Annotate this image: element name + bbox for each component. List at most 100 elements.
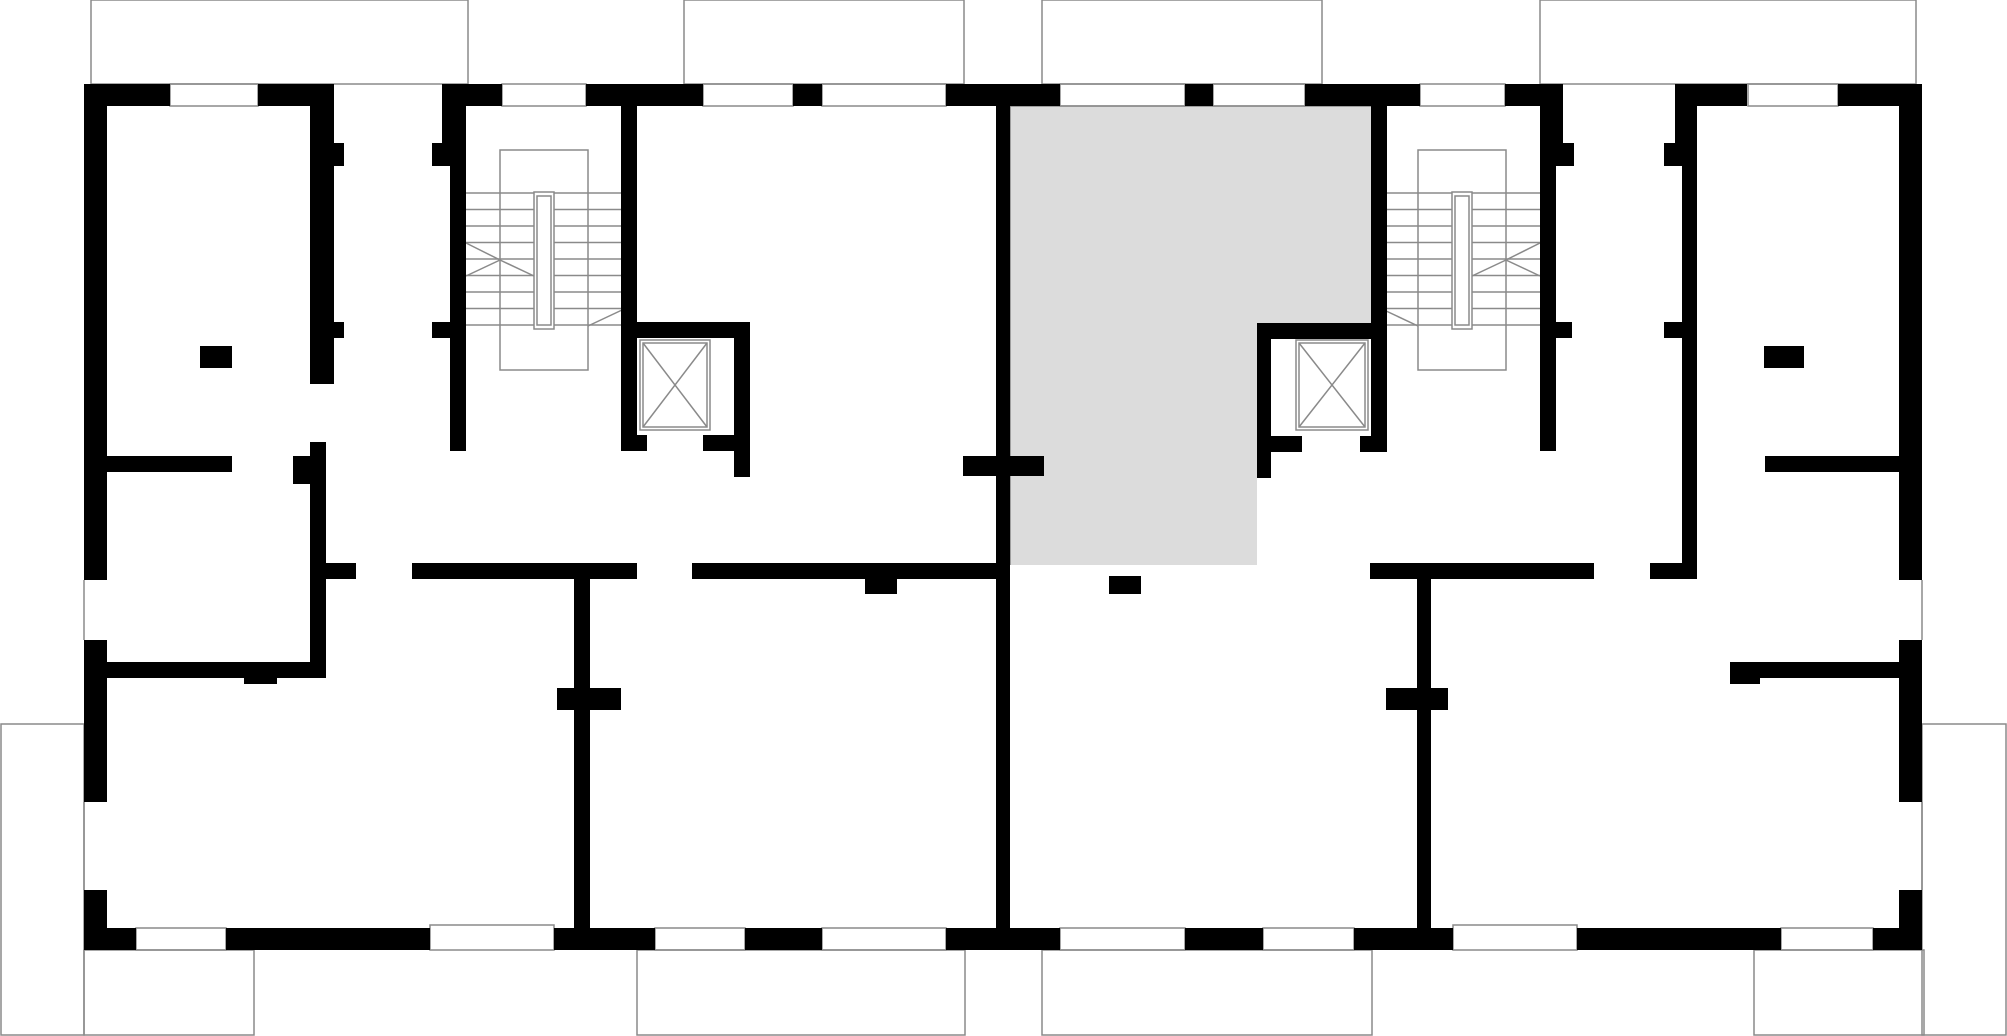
wall (84, 84, 170, 106)
stair-right (1383, 149, 1541, 371)
wall (84, 470, 107, 580)
highlighted-room-area (1010, 106, 1371, 565)
window (702, 83, 794, 107)
window (1780, 927, 1874, 951)
elevator-left (639, 339, 711, 431)
wall (692, 563, 996, 579)
wall (734, 322, 750, 477)
walls (84, 84, 1922, 950)
elevator-right (1295, 339, 1369, 431)
balcony-top-1 (90, 0, 469, 85)
wall (1010, 456, 1044, 476)
wall (703, 435, 750, 451)
wall (1765, 456, 1899, 472)
highlighted-room (1010, 106, 1371, 565)
wall (946, 84, 1010, 106)
wall (1370, 563, 1594, 579)
wall (1664, 143, 1684, 166)
wall (293, 456, 310, 484)
wall (1899, 470, 1922, 580)
window (429, 924, 555, 951)
window (821, 83, 947, 107)
window (169, 83, 259, 107)
wall (1010, 928, 1060, 950)
balcony-top-4 (1539, 0, 1917, 85)
wall (1185, 84, 1213, 106)
wall (1730, 662, 1760, 684)
wall (1271, 436, 1302, 452)
wall (557, 688, 621, 710)
balcony-left (0, 723, 85, 1036)
wall (1305, 84, 1420, 106)
window (1452, 924, 1578, 951)
wall (1577, 928, 1781, 950)
wall (946, 928, 1010, 950)
balcony-bottom-right (1753, 949, 1925, 1036)
wall (1417, 579, 1431, 950)
wall (310, 442, 326, 677)
wall (107, 456, 232, 472)
window (1747, 83, 1839, 107)
wall (1682, 166, 1697, 578)
wall (1354, 928, 1453, 950)
wall (1540, 106, 1556, 451)
wall (621, 322, 750, 338)
wall (1730, 662, 1899, 678)
window (821, 927, 947, 951)
wall (621, 106, 637, 451)
wall (1371, 84, 1387, 451)
balcony-bottom-left (83, 949, 255, 1036)
wall (84, 928, 136, 950)
wall (1650, 563, 1697, 579)
wall (326, 563, 356, 579)
window (1419, 83, 1506, 107)
wall (996, 84, 1010, 950)
wall (1257, 323, 1371, 339)
wall (107, 662, 326, 678)
wall (1360, 436, 1387, 452)
wall (432, 143, 452, 166)
window (1212, 83, 1306, 107)
wall (226, 928, 430, 950)
wall (1873, 928, 1922, 950)
balcony-bottom-3 (1041, 949, 1373, 1036)
wall (963, 456, 1010, 476)
wall (1899, 640, 1922, 802)
balcony-bottom-2 (636, 949, 966, 1036)
window (654, 927, 746, 951)
wall (1554, 143, 1574, 166)
wall (793, 84, 822, 106)
window (501, 83, 587, 107)
wall (450, 166, 466, 451)
window (135, 927, 227, 951)
window (1059, 83, 1186, 107)
wall (84, 84, 107, 470)
balcony-right (1921, 723, 2007, 1036)
wall (1664, 322, 1684, 338)
window (1262, 927, 1355, 951)
wall (1899, 84, 1922, 470)
wall (574, 579, 590, 950)
wall (412, 563, 637, 579)
wall (432, 322, 450, 338)
stair-left (465, 149, 623, 371)
window (1059, 927, 1186, 951)
wall (586, 84, 703, 106)
wall (244, 662, 277, 684)
wall (621, 435, 647, 451)
wall (1257, 323, 1271, 478)
wall (1764, 346, 1804, 368)
balcony-top-3 (1041, 0, 1323, 85)
wall (310, 84, 334, 384)
wall (1010, 84, 1060, 106)
wall (1386, 688, 1448, 710)
wall (84, 640, 107, 802)
wall (324, 143, 344, 166)
column (201, 346, 232, 368)
wall (865, 579, 897, 594)
wall (1554, 322, 1572, 338)
wall (1109, 576, 1141, 594)
wall (554, 928, 655, 950)
balcony-top-2 (683, 0, 965, 85)
